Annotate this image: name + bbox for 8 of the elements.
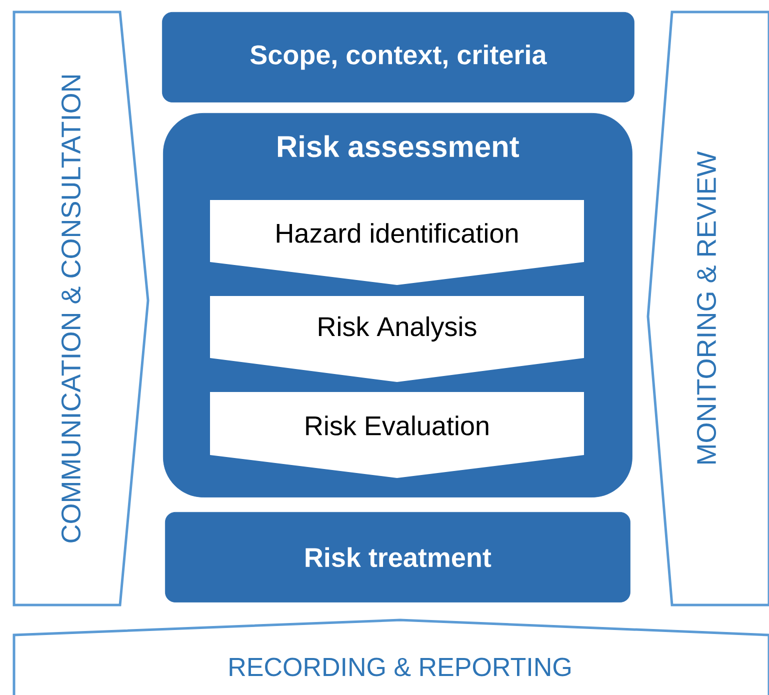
side-band: MONITORING & REVIEW — [646, 10, 769, 606]
process-box: Scope, context, criteria — [162, 12, 634, 102]
side-band: COMMUNICATION & CONSULTATION — [12, 10, 150, 606]
process-step-box: Risk Analysis — [210, 296, 584, 382]
process-step-box: Hazard identification — [210, 200, 584, 285]
process-step-box: Risk Evaluation — [210, 392, 584, 478]
bottom-band: RECORDING & REPORTING — [12, 618, 769, 695]
process-box: Risk treatment — [165, 512, 630, 602]
